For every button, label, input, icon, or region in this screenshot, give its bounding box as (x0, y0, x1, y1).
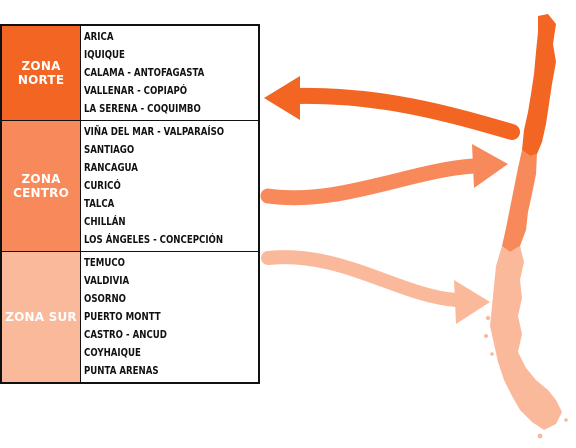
city-item: PUERTO MONTT (84, 311, 161, 323)
city-item: TALCA (84, 198, 115, 210)
arrow-to-table-icon (264, 76, 520, 140)
zone-name: ZONA SUR (5, 310, 77, 324)
map-region-norte (522, 14, 556, 156)
city-list-norte: ARICA IQUIQUE CALAMA - ANTOFAGASTA VALLE… (80, 24, 260, 121)
city-item: SANTIAGO (84, 144, 135, 156)
zone-label-sur: ZONA SUR (0, 251, 82, 384)
city-item: VALLENAR - COPIAPÓ (84, 85, 188, 97)
city-item: LA SERENA - COQUIMBO (84, 103, 201, 115)
map-region-sur (490, 246, 562, 430)
map-island (564, 418, 568, 422)
city-item: OSORNO (84, 293, 127, 305)
arrow-to-map-icon (260, 144, 508, 206)
city-item: CALAMA - ANTOFAGASTA (84, 67, 205, 79)
city-item: LOS ÁNGELES - CONCEPCIÓN (84, 234, 224, 246)
map-island (485, 315, 491, 321)
city-item: IQUIQUE (84, 49, 126, 61)
city-item: CHILLÁN (84, 216, 126, 228)
city-list-centro: VIÑA DEL MAR - VALPARAÍSO SANTIAGO RANCA… (80, 120, 260, 252)
zone-name: ZONA NORTE (17, 59, 65, 87)
zone-name: ZONA CENTRO (13, 172, 69, 200)
zones-table: ZONA NORTE ARICA IQUIQUE CALAMA - ANTOFA… (0, 24, 260, 384)
zone-row-sur: ZONA SUR TEMUCO VALDIVIA OSORNO PUERTO M… (0, 251, 260, 384)
city-item: ARICA (84, 31, 114, 43)
city-item: CASTRO - ANCUD (84, 329, 168, 341)
map-island (484, 334, 488, 338)
map-region-centro (502, 150, 537, 252)
city-item: PUNTA ARENAS (84, 365, 159, 377)
zone-label-centro: ZONA CENTRO (0, 120, 82, 252)
map-island (537, 433, 543, 439)
city-item: COYHAIQUE (84, 347, 141, 359)
map-island (490, 352, 494, 356)
city-item: RANCAGUA (84, 162, 139, 174)
city-item: TEMUCO (84, 257, 126, 269)
city-list-sur: TEMUCO VALDIVIA OSORNO PUERTO MONTT CAST… (80, 251, 260, 384)
arrow-to-map-icon (261, 250, 490, 324)
zone-row-centro: ZONA CENTRO VIÑA DEL MAR - VALPARAÍSO SA… (0, 120, 260, 252)
city-item: VIÑA DEL MAR - VALPARAÍSO (84, 126, 225, 138)
city-item: CURICÓ (84, 180, 121, 192)
chile-map-icon (484, 14, 568, 439)
city-item: VALDIVIA (84, 275, 130, 287)
